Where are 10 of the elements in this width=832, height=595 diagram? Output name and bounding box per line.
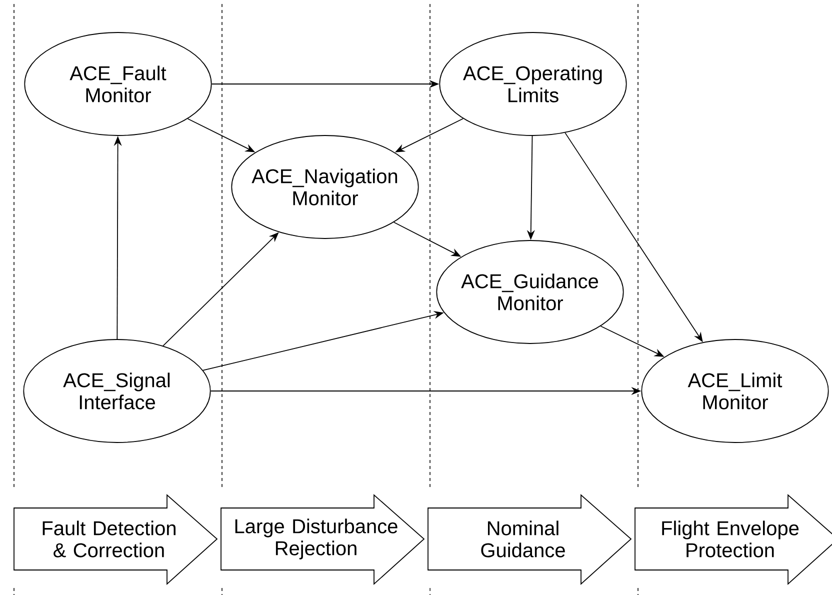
ellipse-node: ACE_Signal Interface <box>23 339 211 443</box>
phase-banner: Fault Detection & Correction <box>14 494 218 586</box>
phase-banner: Nominal Guidance <box>428 494 632 586</box>
phase-banner: Large Disturbance Rejection <box>220 494 425 586</box>
ellipse-node: ACE_Guidance Monitor <box>436 240 624 344</box>
ellipse-node: ACE_Navigation Monitor <box>231 135 419 239</box>
phase-banner: Flight Envelope Protection <box>634 494 832 586</box>
ellipse-node: ACE_Operating Limits <box>439 32 627 136</box>
ellipse-node: ACE_Fault Monitor <box>24 32 212 136</box>
ellipse-node: ACE_Limit Monitor <box>641 339 829 443</box>
